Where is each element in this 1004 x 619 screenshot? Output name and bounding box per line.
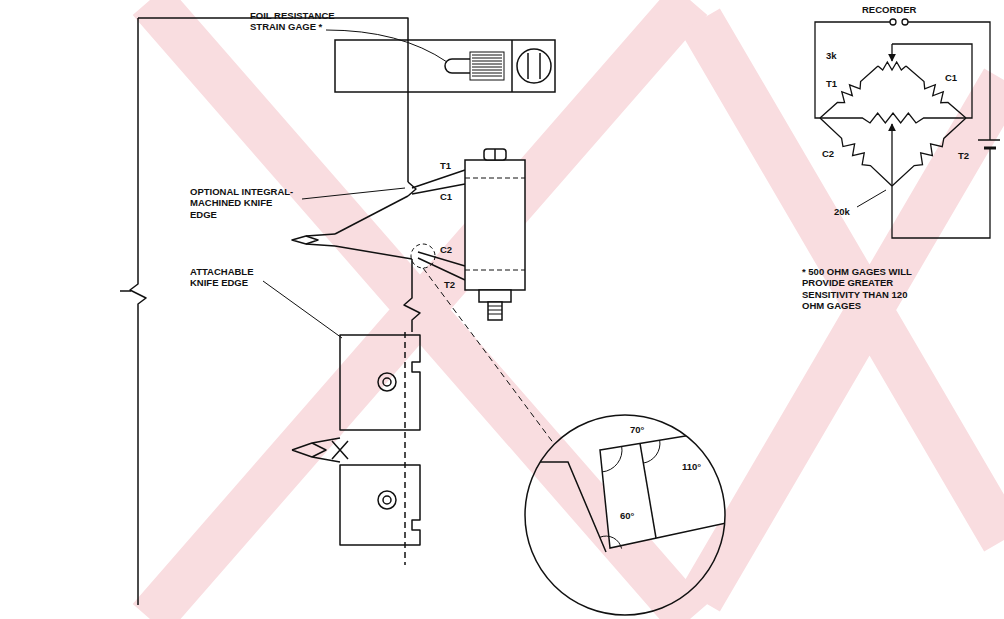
screw (484, 149, 506, 160)
leader-line (326, 30, 447, 62)
wiper-arrow (891, 124, 892, 186)
break-mark (120, 290, 131, 292)
gage-label: C2 (440, 244, 452, 255)
resistor-symbol (820, 113, 966, 123)
resistor-symbol (892, 118, 966, 186)
block-edge (511, 40, 513, 92)
leader-line (263, 281, 342, 338)
screw (383, 496, 391, 504)
resistor-symbol (820, 66, 878, 118)
notch-edge (335, 246, 412, 259)
foil-gage (470, 52, 504, 80)
detail-circle (525, 415, 725, 615)
wire (892, 44, 972, 118)
gage-label: T1 (440, 160, 451, 171)
leader-line (302, 188, 405, 199)
watermark-x (700, 20, 1004, 600)
angle-arc (600, 536, 622, 549)
thread (488, 306, 502, 314)
detail-view (515, 415, 740, 615)
clip-gage (412, 149, 525, 320)
notch-edge (335, 196, 408, 234)
knife-edge-block (340, 465, 420, 545)
detail-leader (423, 268, 554, 444)
gage-block (465, 160, 525, 290)
angle-label: 70° (630, 424, 644, 435)
specimen-edge (404, 259, 420, 332)
gage-label: T2 (444, 279, 455, 290)
nut (479, 290, 511, 302)
resistor-value: 3k (826, 50, 837, 61)
specimen-edge (138, 18, 408, 182)
screw (378, 373, 396, 391)
resistor-symbol (878, 62, 906, 70)
resistor-value: 20k (834, 206, 850, 217)
resistor-group (820, 62, 966, 186)
gage-label: C1 (440, 191, 452, 202)
leader-line (857, 190, 886, 207)
knife-edge-block (340, 335, 420, 430)
recorder-label: RECORDER (862, 4, 916, 15)
foil-grid (472, 55, 502, 76)
gage-arm (412, 170, 465, 194)
note-text: * 500 OHM GAGES WILL PROVIDE GREATER SEN… (802, 266, 914, 312)
part-label: FOIL RESISTANCE STRAIN GAGE * (250, 10, 350, 33)
angle-arc (643, 440, 660, 463)
wiper-arrow (891, 44, 892, 61)
bolt (488, 302, 502, 320)
watermark (150, 0, 1004, 619)
crack (306, 236, 318, 244)
hidden-edge (465, 178, 525, 270)
detail-marker (411, 244, 435, 268)
wire (892, 148, 990, 238)
bridge-circuit (815, 19, 1000, 238)
part-label: ATTACHABLE KNIFE EDGE (190, 266, 270, 289)
wire (815, 22, 890, 118)
battery-symbol (978, 139, 1000, 141)
crack (292, 438, 348, 462)
angle-label: 60° (620, 510, 634, 521)
terminal (890, 19, 896, 25)
gage-label: C2 (822, 148, 834, 159)
angle-arc (602, 446, 622, 472)
wire (908, 22, 990, 140)
crack (292, 234, 335, 246)
hidden-edge (404, 332, 406, 565)
part-label: OPTIONAL INTEGRAL-MACHINED KNIFE EDGE (190, 186, 298, 220)
gage-label: C1 (945, 72, 957, 83)
gage-tip (600, 427, 740, 548)
specimen-edge (130, 18, 146, 605)
gage-label: T2 (958, 150, 969, 161)
groove-edge (515, 462, 606, 552)
screw (383, 378, 391, 386)
terminal (902, 19, 908, 25)
gage-arm-top-view (335, 40, 555, 92)
screw (494, 149, 496, 160)
specimen (120, 18, 420, 605)
resistor-symbol (820, 118, 892, 186)
gage-arm (418, 252, 465, 280)
screw (517, 49, 551, 83)
gage-label: T1 (826, 78, 837, 89)
angle-label: 110° (682, 461, 701, 472)
slot (445, 59, 470, 73)
leaders (263, 30, 886, 444)
foil-gage-view (335, 40, 555, 92)
screw (378, 491, 396, 509)
screw (528, 53, 540, 79)
resistor-symbol (906, 66, 966, 118)
